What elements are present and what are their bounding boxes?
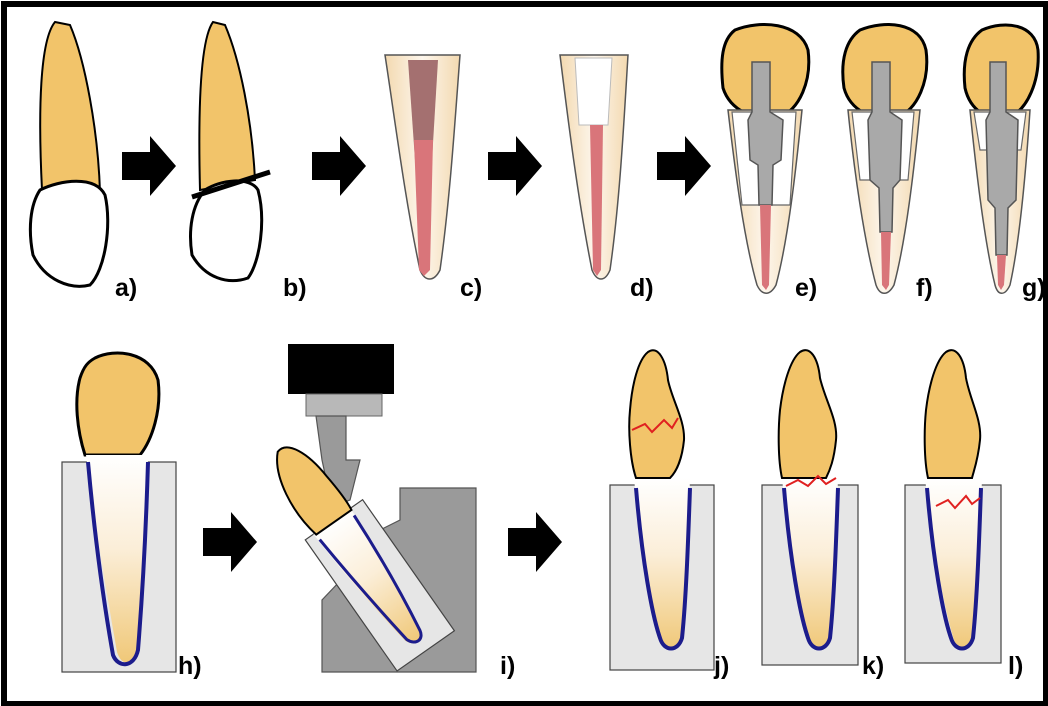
post-space (575, 58, 612, 125)
panel-label-h: h) (178, 652, 202, 680)
panel-j-crown-fracture: j) (610, 350, 729, 680)
load-cell-head (288, 344, 394, 394)
panel-label-l: l) (1008, 652, 1023, 680)
crown (925, 350, 981, 478)
panel-d-post-space-prepared: d) (560, 55, 654, 302)
arrow-d-e (657, 136, 711, 196)
tooth-root (199, 22, 255, 190)
panel-b-decoronated-tooth: b) (191, 22, 307, 302)
panel-e-post-and-crown: e) (722, 25, 817, 302)
panel-label-e: e) (795, 274, 817, 302)
panel-label-a: a) (115, 274, 137, 302)
arrow-c-d (488, 136, 542, 196)
tooth-crown-outline (30, 181, 107, 286)
panel-label-i: i) (500, 652, 515, 680)
panel-g-post-and-crown: g) (964, 25, 1045, 302)
panel-i-loading-test: i) (255, 344, 516, 680)
panel-label-b: b) (283, 274, 307, 302)
arrow-a-b (122, 136, 176, 196)
arrow-i-j (508, 512, 562, 572)
panel-a-intact-tooth: a) (30, 22, 137, 302)
panel-h-embedded-specimen: h) (62, 353, 202, 680)
panel-k-cervical-fracture: k) (762, 350, 884, 680)
panel-c-root-canal-filled: c) (385, 55, 482, 302)
panel-label-c: c) (460, 274, 482, 302)
panel-f-post-and-crown: f) (843, 25, 933, 302)
crosshead-adapter (306, 394, 382, 416)
crown (779, 350, 837, 478)
panel-label-d: d) (630, 274, 654, 302)
arrow-b-c (312, 136, 366, 196)
panel-label-k: k) (862, 652, 884, 680)
panel-label-j: j) (713, 652, 729, 680)
panel-label-f: f) (916, 274, 933, 302)
arrow-h-i (203, 512, 257, 572)
tooth-root (40, 22, 100, 192)
panel-l-root-fracture: l) (905, 350, 1023, 680)
crown (629, 350, 684, 478)
panel-label-g: g) (1022, 274, 1046, 302)
crown (77, 353, 159, 455)
